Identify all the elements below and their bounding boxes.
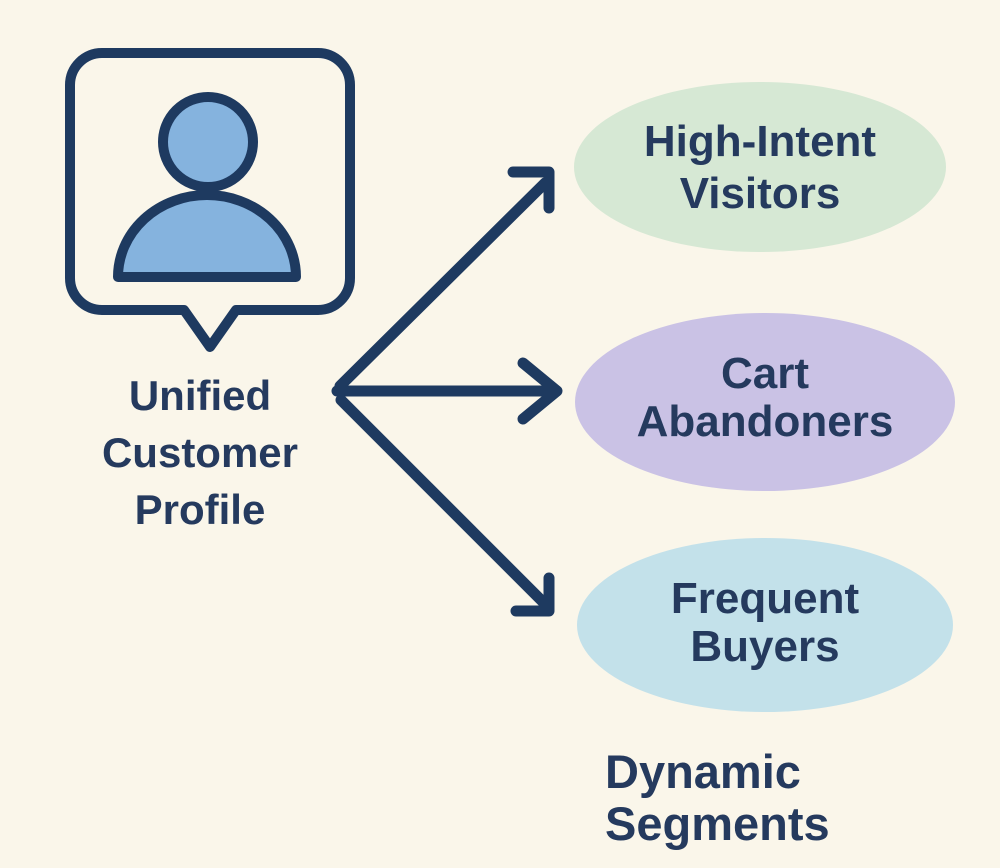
arrow-to-high-intent-visitors	[334, 166, 555, 392]
segment-cart-abandoners: Cart Abandoners	[575, 313, 955, 491]
person-head-icon	[158, 92, 258, 192]
segment-ellipse	[577, 538, 953, 712]
source-label-line-2: Customer	[102, 429, 298, 476]
arrow-to-cart-abandoners	[331, 357, 563, 425]
segment-label-line-1: Cart	[721, 349, 809, 398]
arrow-shaft	[335, 394, 549, 608]
segment-label-line-2: Buyers	[690, 622, 839, 671]
segment-ellipse	[575, 313, 955, 491]
source-label-line-3: Profile	[135, 486, 266, 533]
source-label: Unified Customer Profile	[102, 372, 298, 533]
segment-frequent-buyers: Frequent Buyers	[577, 538, 953, 712]
arrow-shaft	[334, 177, 551, 392]
speech-bubble-icon	[65, 48, 355, 352]
source-label-line-1: Unified	[129, 372, 271, 419]
dynamic-segments-caption: Dynamic Segments	[605, 745, 830, 850]
segment-high-intent-visitors: High-Intent Visitors	[574, 82, 946, 252]
segment-ellipse	[574, 82, 946, 252]
caption-line-2: Segments	[605, 797, 830, 850]
arrow-head-icon	[507, 166, 555, 214]
caption-line-1: Dynamic	[605, 745, 801, 798]
segment-label-line-1: High-Intent	[644, 117, 877, 166]
segment-label-line-2: Visitors	[680, 169, 841, 218]
arrow-to-frequent-buyers	[335, 394, 555, 617]
person-body-icon	[113, 190, 301, 282]
customer-profile-icon	[65, 48, 355, 352]
segment-label-line-2: Abandoners	[637, 397, 894, 446]
arrow-head-icon	[510, 572, 555, 617]
segment-label-line-1: Frequent	[671, 574, 860, 623]
arrow-head-icon	[517, 357, 563, 425]
